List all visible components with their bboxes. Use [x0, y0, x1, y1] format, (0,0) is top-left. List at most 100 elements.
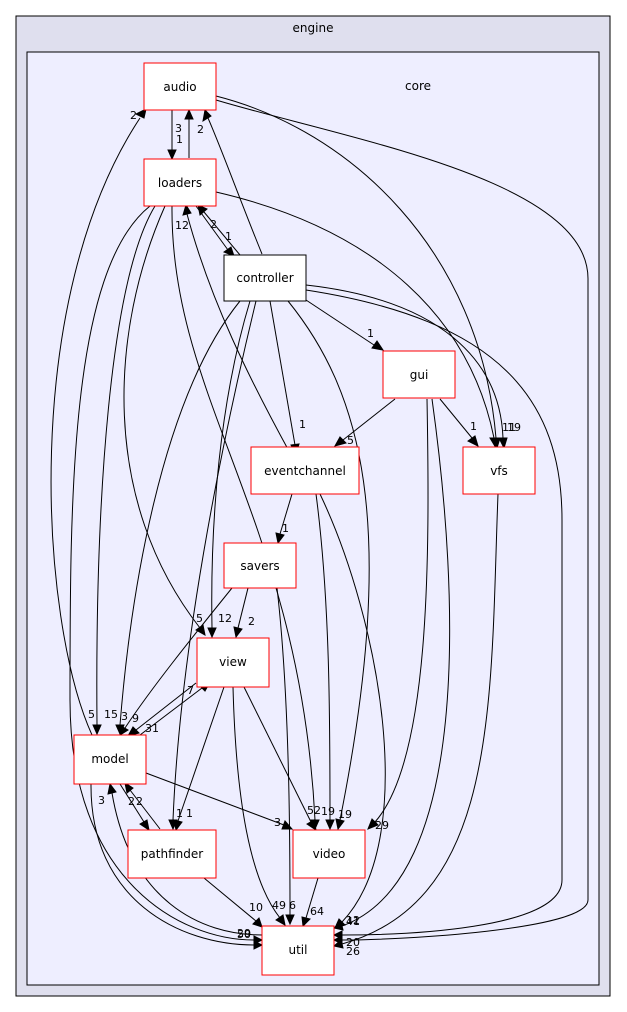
node-controller[interactable]: controller: [223, 254, 307, 302]
svg-text:eventchannel: eventchannel: [264, 464, 346, 478]
engine-cluster-label: engine: [293, 21, 334, 35]
edge-label-gui-video: 29: [375, 819, 389, 832]
edge-model-pathfinder: [119, 783, 145, 823]
edge-view-video-arrow: [306, 819, 317, 832]
node-model[interactable]: model: [73, 734, 147, 785]
edge-label-model-view: 7: [187, 684, 194, 697]
node-loaders[interactable]: loaders: [143, 158, 217, 207]
edge-loaders-video: [171, 205, 316, 821]
edge-model-audio-arrow: [134, 108, 147, 119]
edge-eventchannel-savers-arrow: [275, 532, 285, 545]
edge-label-savers-view: 2: [248, 615, 255, 628]
edge-loaders-controller-arrow: [222, 246, 235, 257]
edge-label-controller-pathfinder: 1: [176, 807, 183, 820]
edge-loaders-model-arrow: [92, 724, 102, 736]
edge-label-audio-loaders: 1: [176, 133, 183, 146]
edge-model-video: [145, 772, 285, 826]
edge-savers-util-arrow: [285, 914, 295, 926]
edge-view-video: [243, 686, 312, 823]
edge-label-view-pathfinder: 1: [186, 807, 193, 820]
edge-label-util-multi2: 6: [289, 899, 296, 912]
edge-label-vfs-multi: 11: [502, 421, 516, 434]
edge-label-pathfinder-model: 2: [136, 795, 143, 808]
edge-label-controller-eventchannel: 1: [299, 418, 306, 431]
edge-label-util-right4: 26: [346, 945, 360, 958]
edge-controller-view: [211, 300, 251, 629]
edge-label-eventchannel-loaders: 12: [175, 219, 189, 232]
edge-label-controller-view: 12: [218, 612, 232, 625]
edge-label-loaders-audio: 3: [175, 122, 182, 135]
edge-eventchannel-savers: [279, 493, 293, 535]
edge-controller-video-arrow: [335, 818, 345, 831]
edge-label-util-left1: 50: [237, 928, 251, 941]
edge-label-model-multi3: 3: [121, 710, 128, 723]
edge-loaders-model: [96, 205, 156, 726]
edge-model-audio: [50, 117, 141, 736]
edge-labels: 1 3 2 2 1 2 12 1 1 5 1 11 19 1 2 12 5 7 …: [88, 109, 521, 958]
node-view[interactable]: view: [196, 637, 270, 688]
edge-view-util: [232, 686, 281, 919]
node-eventchannel[interactable]: eventchannel: [250, 446, 360, 495]
edge-model-util-arrow: [253, 940, 264, 950]
edge-label-eventchannel-savers: 1: [282, 522, 289, 535]
edge-savers-view: [237, 587, 249, 629]
edge-savers-model-arrow: [119, 725, 129, 736]
edge-controller-loaders-arrow: [197, 204, 208, 216]
edge-util-model-arrow: [107, 782, 117, 795]
node-vfs[interactable]: vfs: [462, 446, 536, 495]
edge-loaders-view-arrow: [195, 624, 206, 636]
edge-label-video-multi1: 52: [307, 804, 321, 817]
svg-text:video: video: [313, 847, 346, 861]
edge-view-util-arrow: [275, 914, 286, 926]
edge-controller-audio-arrow: [202, 108, 212, 123]
edge-video-util: [305, 877, 319, 919]
edge-pathfinder-util: [203, 877, 257, 922]
edge-loaders-view: [123, 205, 201, 629]
edge-controller-loaders: [203, 211, 241, 256]
edge-label-gui-eventchannel: 5: [347, 434, 354, 447]
edge-model-util: [90, 783, 255, 946]
edge-gui-vfs: [439, 398, 473, 439]
edge-label-pathfinder-util: 10: [249, 901, 263, 914]
edge-video-util-arrow: [301, 916, 311, 928]
nodes: audio loaders controller gui eventchanne…: [73, 62, 536, 976]
edge-label-util-right2: 41: [346, 915, 360, 928]
edge-label-model-multi4: 9: [132, 712, 139, 725]
svg-text:loaders: loaders: [158, 176, 202, 190]
edge-label-model-util: 3: [98, 794, 105, 807]
node-pathfinder[interactable]: pathfinder: [127, 829, 217, 879]
edge-controller-pathfinder: [172, 300, 257, 821]
svg-text:vfs: vfs: [490, 464, 508, 478]
node-video[interactable]: video: [292, 829, 366, 879]
edge-label-model-audio: 2: [130, 109, 137, 122]
edge-label-video-multi3: 19: [338, 808, 352, 821]
edge-label-model-pathfinder: 2: [128, 795, 135, 808]
edge-view-model: [135, 682, 197, 731]
edge-pathfinder-util-arrow: [252, 917, 263, 928]
edge-label-controller-audio: 2: [197, 123, 204, 136]
edge-loaders-vfs: [215, 191, 495, 439]
edge-savers-view-arrow: [233, 626, 243, 639]
node-audio[interactable]: audio: [143, 62, 217, 111]
edge-vfs-util: [341, 493, 499, 945]
edge-controller-audio: [207, 117, 263, 255]
edge-label-video-util: 64: [310, 905, 324, 918]
edge-label-util-left2: 29: [237, 927, 251, 940]
svg-text:audio: audio: [163, 80, 196, 94]
edge-controller-gui-arrow: [371, 340, 385, 351]
edge-controller-video: [287, 300, 370, 821]
edge-loaders-vfs-arrow: [489, 437, 499, 450]
node-gui[interactable]: gui: [382, 350, 456, 399]
edge-gui-eventchannel: [342, 398, 396, 441]
edge-model-pathfinder-arrow: [139, 819, 150, 832]
svg-text:util: util: [289, 943, 308, 957]
edge-eventchannel-loaders-arrow: [182, 203, 192, 216]
node-util[interactable]: util: [261, 925, 335, 976]
edge-model-video-arrow: [281, 820, 294, 830]
edge-label-util-multi1: 49: [272, 899, 286, 912]
edge-label-loaders-controller: 1: [225, 230, 232, 243]
edge-model-view: [139, 687, 203, 736]
edge-gui-video-arrow: [367, 818, 379, 830]
svg-text:savers: savers: [240, 559, 279, 573]
node-savers[interactable]: savers: [223, 542, 297, 589]
